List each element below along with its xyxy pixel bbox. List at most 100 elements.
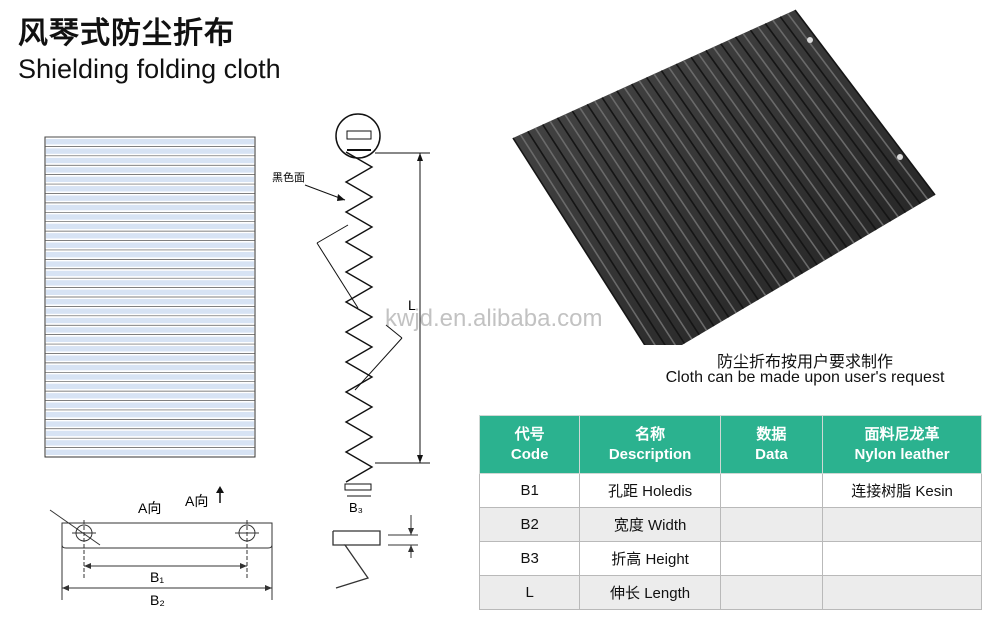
a-direction-label: A向: [138, 500, 161, 516]
cell-description: 伸长 Length: [579, 575, 721, 610]
pleat-line: [734, 36, 877, 231]
pleat-line: [623, 87, 767, 296]
pleat-line: [712, 46, 855, 244]
cloth-stripe: [46, 167, 254, 173]
cell-code: L: [478, 575, 581, 610]
watermark-text: kwjd.en.alibaba.com: [385, 305, 603, 332]
length-label: L: [408, 297, 416, 313]
cloth-stripe: [46, 440, 254, 446]
caption-cn: 防尘折布按用户要求制作: [716, 354, 893, 371]
cell-fabric: [822, 507, 982, 542]
cloth-stripe: [46, 402, 254, 408]
pleat-line: [742, 33, 885, 227]
pleat-line: [631, 83, 774, 292]
pleat-line: [764, 23, 907, 213]
b1-dimension-label: B₁: [150, 569, 164, 585]
pleat-line: [549, 120, 693, 340]
pleat-line: [779, 16, 921, 205]
cloth-stripe: [46, 364, 254, 371]
pleat-line: [593, 100, 737, 314]
cloth-stripe: [46, 449, 254, 455]
fold-detail: [332, 515, 418, 589]
bottom-plate-view: [49, 509, 273, 600]
cloth-stripe: [46, 336, 254, 343]
pleat-line: [608, 93, 752, 305]
cloth-stripe: [46, 393, 254, 399]
cloth-stripe: [46, 374, 254, 380]
cell-description: 孔距 Holedis: [579, 473, 721, 508]
table-row: B3 折高 Height: [478, 541, 982, 576]
cloth-stripe: [46, 176, 254, 183]
cloth-stripe: [46, 346, 254, 352]
cloth-stripe: [46, 308, 254, 314]
cell-description: 宽度 Width: [579, 507, 721, 542]
cloth-stripe: [46, 157, 254, 164]
cloth-stripe: [46, 411, 254, 418]
cloth-stripe: [46, 261, 254, 267]
cloth-stripe: [46, 299, 254, 305]
cell-data: [719, 541, 824, 576]
pleat-line: [601, 97, 745, 310]
cloth-stripe: [46, 270, 254, 277]
pleat-line: [512, 137, 646, 345]
pleat-line: [564, 113, 708, 331]
pleat-line: [749, 29, 892, 222]
pleat-line: [645, 76, 789, 283]
pleat-line: [638, 80, 781, 288]
table-row: B1 孔距 Holedis 连接树脂 Kesin: [478, 473, 982, 508]
cell-fabric: [822, 575, 982, 610]
cloth-stripe: [46, 223, 254, 230]
pleat-line: [660, 70, 804, 275]
b3-label: B₃: [349, 500, 363, 515]
cloth-stripe: [46, 251, 254, 258]
caption-en: Cloth can be made upon user's request: [665, 369, 945, 386]
cloth-stripe: [46, 139, 254, 145]
cell-data: [719, 473, 824, 508]
pleat-line: [727, 39, 870, 235]
cloth-stripe: [46, 383, 254, 390]
cell-code: B3: [478, 541, 581, 576]
pleat-line: [534, 127, 677, 345]
pleat-line: [616, 90, 759, 301]
a-direction-label-2: A向: [185, 493, 208, 509]
cloth-stripe: [46, 317, 254, 324]
b2-dimension-label: B₂: [150, 592, 165, 608]
page-title-en: Shielding folding cloth: [18, 54, 281, 84]
cloth-front-view: [44, 136, 256, 458]
pleat-line: [653, 73, 796, 279]
pleat-line: [697, 53, 840, 253]
pleat-line: [556, 117, 700, 336]
pleat-line: [683, 60, 826, 261]
pleat-line: [668, 66, 811, 270]
product-photo: [512, 9, 936, 345]
cloth-stripe: [46, 186, 254, 192]
pleat-line: [786, 12, 929, 200]
cell-data: [719, 507, 824, 542]
cell-description: 折高 Height: [579, 541, 721, 576]
pleat-line: [690, 56, 833, 257]
cell-fabric: [822, 541, 982, 576]
cell-code: B2: [478, 507, 581, 542]
pleat-line: [675, 63, 818, 266]
cloth-stripe: [46, 204, 254, 211]
table-row: B2 宽度 Width: [478, 507, 982, 542]
pleat-line: [519, 134, 656, 345]
pleat-line: [705, 49, 848, 248]
black-side-label: 黑色面: [272, 170, 305, 184]
cell-data: [719, 575, 824, 610]
cloth-stripe: [46, 327, 254, 333]
pleat-line: [794, 9, 936, 196]
pleat-line: [571, 110, 715, 327]
cloth-stripe: [46, 421, 254, 427]
pleat-line: [542, 124, 686, 344]
cloth-stripe: [46, 195, 254, 201]
cloth-stripe: [46, 148, 254, 154]
cell-code: B1: [478, 473, 581, 508]
